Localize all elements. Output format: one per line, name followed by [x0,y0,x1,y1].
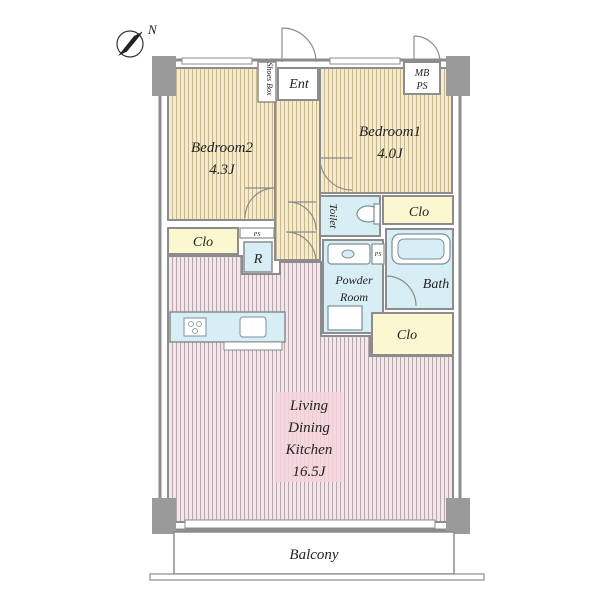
compass-north-label: N [147,22,158,37]
window-bedroom2 [181,57,253,65]
ldk-size: 16.5J [293,464,327,480]
powder-room-label-2: Room [339,290,368,304]
mb-door-icon [413,35,441,63]
shoes-box-label: Shoes Box [265,62,274,96]
refrigerator-area [243,241,273,273]
mb-ps-area [403,61,441,95]
balcony-rail [149,573,485,581]
window-bedroom1 [329,57,401,65]
burner-icon [192,328,198,334]
ps-small-2-area [371,243,385,265]
bedroom2-name: Bedroom2 [191,140,253,156]
burner-icon [188,321,194,327]
column-bottom-right [446,498,470,534]
bedroom2-size: 4.3J [209,162,236,178]
bedroom2-area [167,67,276,221]
hallway-area [274,99,321,261]
ps-small-1-area [239,227,275,239]
closet-bedroom2-area [167,227,239,255]
columns [152,56,470,534]
closet-bedroom2-label: Clo [193,235,213,250]
door-swings [244,27,441,307]
ldk-label-1: Living [289,398,329,414]
bedroom1-size: 4.0J [377,146,404,162]
refrigerator-label: R [253,252,263,267]
window-balcony [184,519,436,529]
mb-label: MB [414,68,429,79]
closet-bedroom1-area [382,195,454,225]
compass-icon [116,30,144,58]
counter-top-edge [223,341,283,351]
shoes-box-area [257,61,277,103]
washing-machine-pan-icon [327,305,363,331]
ps-label: PS [415,81,427,92]
entrance-label: Ent [288,77,310,92]
washbasin-bowl-icon [341,249,355,259]
toilet-label: Toilet [327,204,339,230]
closet-bedroom1-label: Clo [409,205,429,220]
bedroom2-door-icon [244,187,276,219]
entrance-area [277,67,319,101]
ldk-label-2: Dining [287,420,330,436]
column-top-left [152,56,176,96]
closet-ldk-area [371,312,454,356]
balcony-area [173,531,455,575]
bath-door-icon [385,275,417,307]
bath-label: Bath [423,277,449,292]
toilet-door-icon [287,201,317,231]
closet-ldk-label: Clo [397,328,417,343]
entrance-door-icon [281,27,317,63]
outer-wall [158,58,462,532]
ps-small-2-label: PS [374,252,382,258]
windows [181,57,436,529]
hall-door-icon [285,231,317,263]
ldk-label-3: Kitchen [285,442,333,458]
bedroom1-door-icon [319,157,353,191]
toilet-tank-icon [373,203,381,225]
balcony-label: Balcony [289,547,338,563]
bedroom1-name: Bedroom1 [359,124,421,140]
kitchen-sink-icon [239,316,267,338]
powder-room-label-1: Powder [334,273,373,287]
stove-icon [183,317,207,337]
ps-small-1-label: PS [253,232,261,238]
column-top-right [446,56,470,96]
bathtub-inner-icon [397,238,445,260]
column-bottom-left [152,498,176,534]
ldk-label-highlight [275,392,343,482]
burner-icon [196,321,202,327]
